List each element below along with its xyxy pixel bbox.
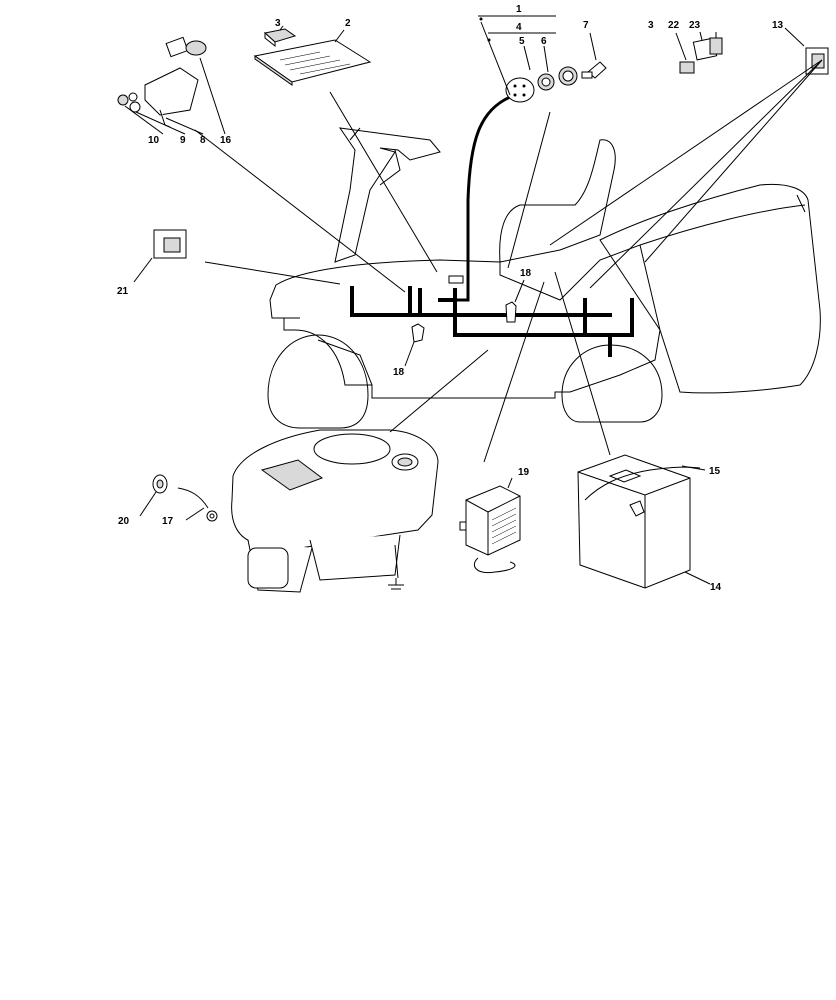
callout-21: 21 xyxy=(117,286,129,297)
callout-19: 19 xyxy=(518,467,530,478)
relay-parts xyxy=(679,37,723,74)
callout-18b: 18 xyxy=(520,268,532,279)
callout-2: 2 xyxy=(345,18,351,29)
clip-parts-18 xyxy=(411,301,517,343)
callout-16: 16 xyxy=(220,135,232,146)
callout-3b: 3 xyxy=(648,20,654,31)
callout-5: 5 xyxy=(519,36,525,47)
callout-6: 6 xyxy=(541,36,547,47)
parts-17-20 xyxy=(152,474,218,522)
callout-22: 22 xyxy=(668,20,680,31)
callout-20: 20 xyxy=(118,516,130,527)
wiring-harness xyxy=(350,95,634,357)
switch-part-13 xyxy=(805,47,829,75)
callout-7: 7 xyxy=(583,20,589,31)
callout-15: 15 xyxy=(709,466,721,477)
harness-connector xyxy=(448,275,464,284)
battery-part-14 xyxy=(577,454,701,589)
callout-3a: 3 xyxy=(275,18,281,29)
callout-4: 4 xyxy=(516,22,522,33)
callout-18a: 18 xyxy=(393,367,405,378)
engine-part xyxy=(231,429,439,593)
switch-part-21 xyxy=(153,229,187,259)
callout-23: 23 xyxy=(689,20,701,31)
charger-part-19 xyxy=(459,485,521,574)
tractor-outline xyxy=(267,127,821,429)
callout-13: 13 xyxy=(772,20,784,31)
callout-labels: 1 4 5 6 7 2 3 3 22 23 13 10 9 8 16 21 18… xyxy=(117,4,784,593)
solenoid-part xyxy=(117,36,207,128)
callout-17: 17 xyxy=(162,516,174,527)
callout-10: 10 xyxy=(148,135,160,146)
ignition-parts xyxy=(505,61,607,103)
leader-lines xyxy=(124,15,823,585)
callout-14: 14 xyxy=(710,582,722,593)
callout-8: 8 xyxy=(200,135,206,146)
fuse-board-part xyxy=(253,28,372,86)
callout-9: 9 xyxy=(180,135,186,146)
callout-1: 1 xyxy=(516,4,522,15)
